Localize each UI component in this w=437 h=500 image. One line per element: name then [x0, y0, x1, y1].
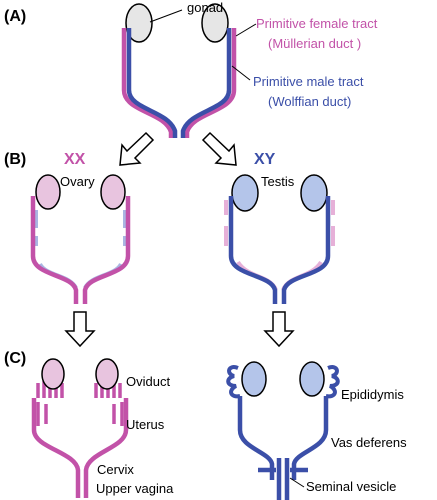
panel-b-label: (B) [4, 151, 26, 168]
primitive-tract-structure [121, 3, 237, 138]
wolffian-duct [126, 28, 232, 138]
epididymis-label: Epididymis [341, 387, 404, 402]
female-tract-pointer [235, 23, 257, 37]
xy-label: XY [254, 151, 276, 168]
male-tract-label-line2: (Wolffian duct) [268, 94, 351, 109]
arrow-down-xy [263, 311, 295, 348]
left-gonad [125, 3, 153, 43]
panel-c-label: (C) [4, 350, 26, 367]
arrow-to-xx [119, 131, 155, 166]
arrow-to-xy [201, 131, 237, 166]
right-gonad [201, 3, 229, 43]
upper-vagina-label: Upper vagina [96, 481, 174, 496]
female-tract-label-line2: (Müllerian duct ) [268, 36, 361, 51]
female-mature-tract [31, 358, 129, 498]
mature-testis-left [241, 361, 267, 397]
arrow-down-xx [64, 311, 96, 348]
testis-left [231, 174, 259, 212]
ovary-left [35, 174, 61, 210]
mature-ovary-left [41, 358, 65, 390]
uterus-label: Uterus [126, 417, 165, 432]
xx-label: XX [64, 151, 86, 168]
ovary-right [100, 174, 126, 210]
gonad-pointer [149, 9, 183, 23]
male-tract-label-line1: Primitive male tract [253, 74, 364, 89]
male-mature-tract [226, 361, 340, 500]
testis-right [300, 174, 328, 212]
seminal-vesicle-pointer [289, 477, 305, 488]
gonad-label: gonad [187, 0, 223, 15]
mature-testis-right [299, 361, 325, 397]
male-tract-pointer [231, 65, 251, 81]
oviduct-label: Oviduct [126, 374, 170, 389]
ovary-label: Ovary [60, 174, 95, 189]
panel-a-label: (A) [4, 8, 26, 25]
mullerian-duct [121, 28, 237, 138]
seminal-vesicle-label: Seminal vesicle [306, 479, 396, 494]
vas-deferens-label: Vas deferens [331, 435, 407, 450]
mature-ovary-right [95, 358, 119, 390]
female-tract-label-line1: Primitive female tract [256, 16, 378, 31]
xy-tract [224, 174, 335, 304]
testis-label: Testis [261, 174, 295, 189]
cervix-label: Cervix [97, 462, 134, 477]
xx-tract [30, 174, 131, 304]
